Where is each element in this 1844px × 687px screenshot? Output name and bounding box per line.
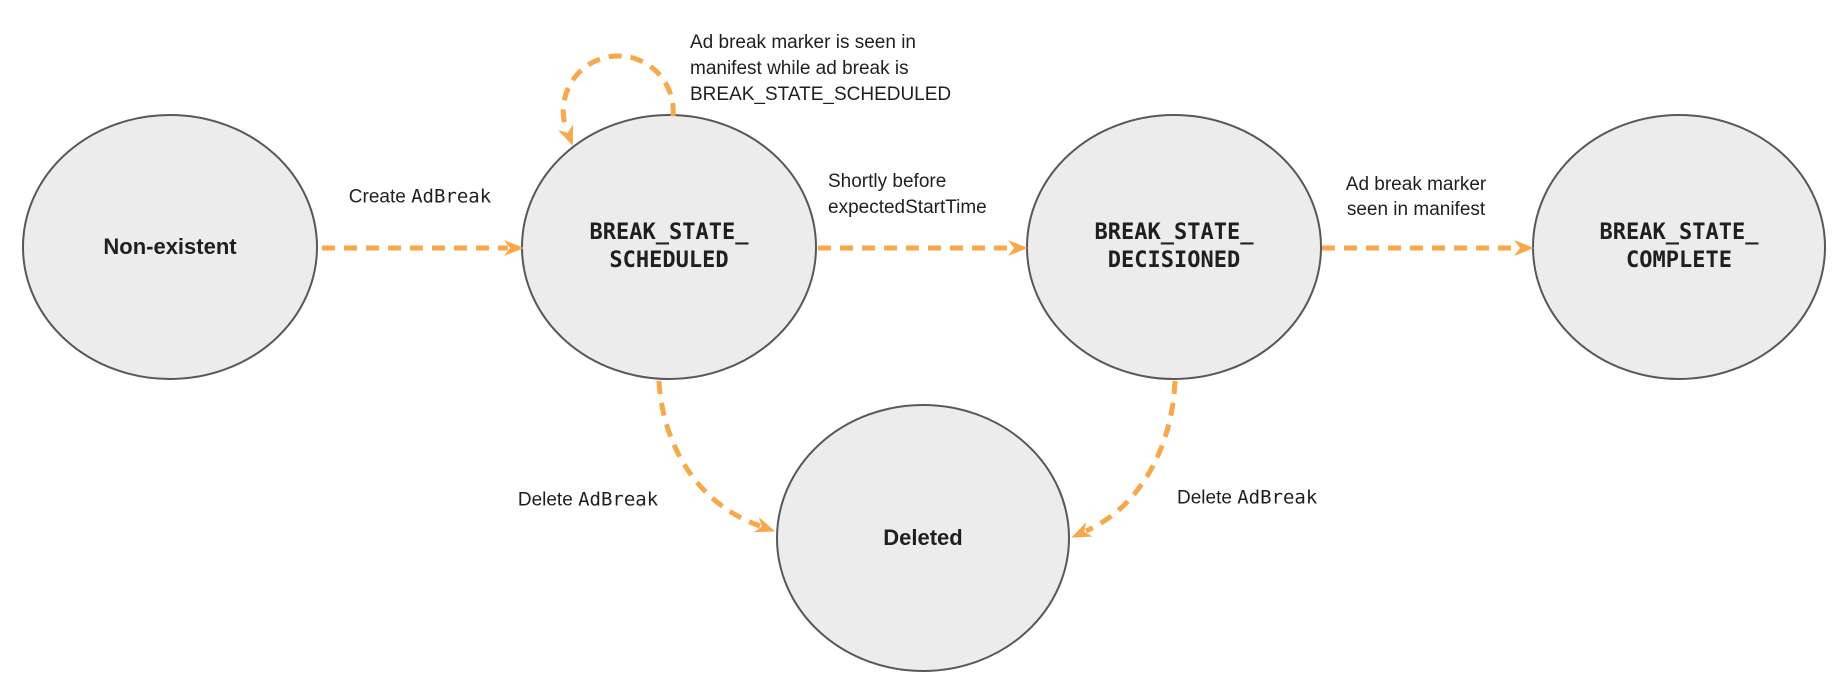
state-label-non-existent: Non-existent bbox=[103, 234, 237, 259]
transition-label-delete-right: Delete AdBreak bbox=[1177, 485, 1317, 512]
transition-arrow-scheduled-to-deleted bbox=[656, 380, 776, 533]
state-label-decisioned-line1: BREAK_STATE_ bbox=[1094, 220, 1254, 245]
state-label-scheduled-line1: BREAK_STATE_ bbox=[589, 220, 749, 245]
transition-label-create-adbreak-code: AdBreak bbox=[411, 185, 492, 208]
transition-label-decision: Shortly before expectedStartTime bbox=[828, 169, 987, 221]
transition-label-create-adbreak: Create AdBreak bbox=[349, 184, 491, 211]
transition-label-delete-right-code: AdBreak bbox=[1237, 486, 1318, 509]
transition-label-delete-left-code: AdBreak bbox=[578, 488, 659, 511]
transition-arrow-decisioned-to-deleted bbox=[1071, 380, 1178, 538]
transition-label-marker-seen-line2: seen in manifest bbox=[1346, 199, 1486, 220]
state-label-decisioned: BREAK_STATE_ DECISIONED bbox=[1095, 219, 1254, 275]
state-label-complete-line2: COMPLETE bbox=[1626, 248, 1732, 273]
transition-label-marker-seen-line1: Ad break marker bbox=[1345, 174, 1487, 195]
state-circle-deleted bbox=[776, 404, 1070, 672]
transition-label-create-adbreak-plain: Create bbox=[348, 186, 412, 208]
transition-label-delete-right-plain: Delete bbox=[1177, 487, 1238, 509]
transition-label-self-loop: Ad break marker is seen in manifest whil… bbox=[690, 30, 951, 108]
state-label-deleted: Deleted bbox=[883, 525, 963, 550]
transition-label-self-loop-line2: manifest while ad break is bbox=[690, 58, 909, 79]
transition-label-delete-left: Delete AdBreak bbox=[518, 487, 658, 514]
transition-label-self-loop-line1: Ad break marker is seen in bbox=[690, 32, 916, 53]
state-label-scheduled: BREAK_STATE_ SCHEDULED bbox=[590, 219, 749, 275]
transition-label-delete-left-plain: Delete bbox=[517, 489, 579, 511]
state-label-decisioned-line2: DECISIONED bbox=[1107, 248, 1241, 273]
transition-arrow-self-loop-scheduled bbox=[558, 53, 676, 146]
state-label-scheduled-line2: SCHEDULED bbox=[609, 248, 729, 273]
transition-label-decision-plain: Shortly before bbox=[828, 171, 947, 192]
transition-label-marker-seen: Ad break marker seen in manifest bbox=[1346, 172, 1486, 222]
state-label-complete-line1: BREAK_STATE_ bbox=[1599, 220, 1759, 245]
transition-label-decision-code: expectedStartTime bbox=[828, 197, 987, 218]
transition-label-self-loop-code: BREAK_STATE_SCHEDULED bbox=[690, 84, 952, 105]
state-circle-non-existent bbox=[22, 114, 318, 380]
state-label-complete: BREAK_STATE_ COMPLETE bbox=[1600, 219, 1759, 275]
